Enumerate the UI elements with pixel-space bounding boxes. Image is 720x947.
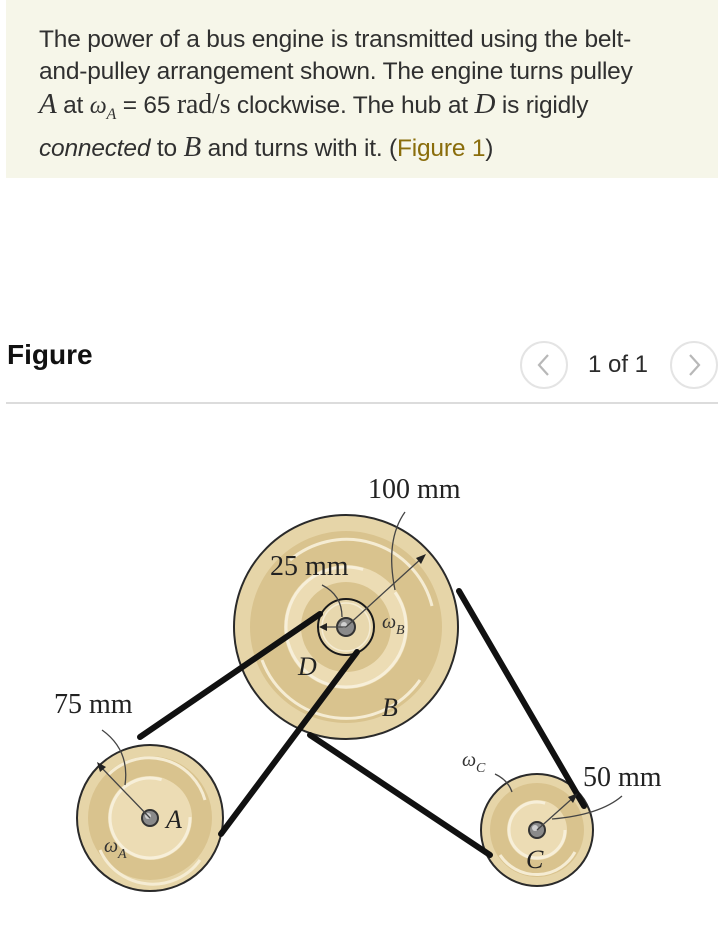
var-b: B bbox=[183, 131, 202, 163]
omega-c-label: ω C bbox=[462, 749, 486, 776]
belt-a-d-upper bbox=[137, 611, 323, 740]
chevron-left-icon bbox=[537, 354, 549, 376]
belt-a-d-lower bbox=[218, 649, 360, 837]
text-equals: = 65 bbox=[116, 92, 177, 119]
previous-figure-button[interactable] bbox=[519, 341, 568, 389]
label-75mm: 75 mm bbox=[54, 689, 133, 720]
dimension-lines bbox=[97, 511, 623, 831]
belts bbox=[137, 588, 587, 858]
svg-text:A: A bbox=[117, 847, 127, 862]
label-c: C bbox=[526, 845, 544, 874]
text-connected: connected bbox=[39, 135, 151, 162]
svg-text:B: B bbox=[396, 623, 405, 638]
label-100mm: 100 mm bbox=[368, 474, 461, 505]
text-rigidly: is rigidly bbox=[495, 92, 589, 119]
label-25mm: 25 mm bbox=[270, 551, 349, 582]
figure-divider bbox=[6, 402, 718, 404]
text-close-paren: ) bbox=[485, 135, 494, 162]
svg-text:ω: ω bbox=[382, 611, 396, 633]
svg-text:ω: ω bbox=[104, 835, 118, 857]
var-d: D bbox=[474, 88, 496, 120]
pulley-a bbox=[76, 744, 224, 892]
text-turns: and turns with it. ( bbox=[201, 135, 398, 162]
problem-line-1: The power of a bus engine is transmitted… bbox=[39, 26, 632, 53]
omega-a-symbol: ωA bbox=[89, 93, 117, 123]
label-d: D bbox=[297, 652, 317, 681]
problem-statement-panel: The power of a bus engine is transmitted… bbox=[6, 0, 718, 178]
svg-text:ω: ω bbox=[462, 749, 476, 771]
pulley-diagram: 100 mm 25 mm 75 mm 50 mm A B C D ω A ω B… bbox=[54, 474, 662, 892]
var-a: A bbox=[39, 88, 57, 120]
figure-heading: Figure bbox=[7, 339, 93, 370]
pager-count: 1 of 1 bbox=[587, 351, 648, 378]
svg-text:C: C bbox=[476, 761, 486, 776]
next-figure-button[interactable] bbox=[670, 341, 718, 389]
label-50mm: 50 mm bbox=[583, 762, 662, 793]
label-b: B bbox=[382, 693, 398, 722]
omega-a-label: ω A bbox=[104, 835, 127, 862]
figure-1-link[interactable]: Figure 1 bbox=[397, 135, 486, 162]
figure-pager: 1 of 1 bbox=[519, 341, 718, 389]
chevron-right-icon bbox=[689, 354, 701, 376]
omega-b-label: ω B bbox=[382, 611, 405, 638]
belt-pulley-figure: 100 mm 25 mm 75 mm 50 mm A B C D ω A ω B… bbox=[0, 404, 720, 942]
text-clockwise: clockwise. The hub at bbox=[230, 92, 475, 119]
units: rad/s bbox=[176, 89, 231, 120]
problem-line-2: and-pulley arrangement shown. The engine… bbox=[39, 58, 633, 85]
belt-b-c-left bbox=[307, 732, 493, 858]
belt-b-c-right bbox=[456, 588, 587, 809]
text-at: at bbox=[56, 92, 90, 119]
text-to: to bbox=[150, 135, 184, 162]
problem-text: The power of a bus engine is transmitted… bbox=[39, 24, 699, 165]
label-a: A bbox=[164, 805, 182, 834]
